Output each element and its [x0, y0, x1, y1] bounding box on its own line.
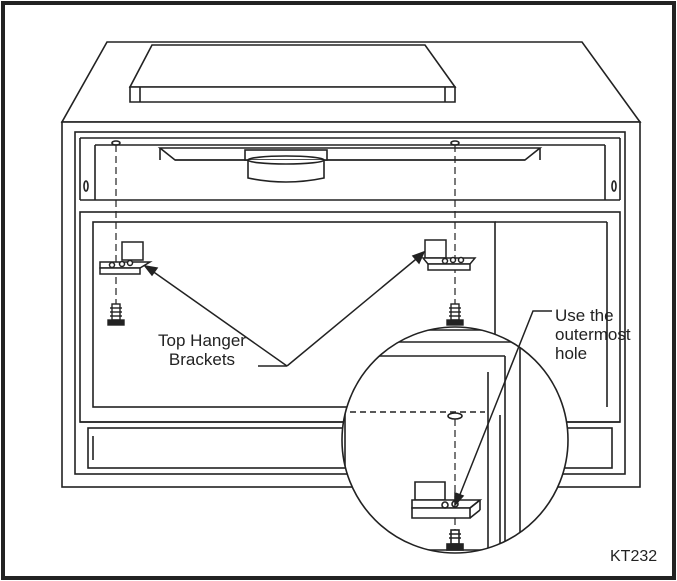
cabinet-handle	[128, 44, 457, 103]
bracket-pointers	[143, 250, 426, 367]
screw-guides	[115, 145, 456, 305]
hole-pointer	[454, 310, 552, 507]
label-line: hole	[555, 344, 588, 363]
label-line: Use the	[555, 306, 614, 325]
hanger-bracket-icon	[421, 239, 477, 271]
label-line: Top Hanger	[158, 331, 246, 350]
top-hanger-brackets-label: Top Hanger Brackets	[132, 331, 272, 369]
screw-icon	[107, 303, 125, 326]
label-line: outermost	[555, 325, 631, 344]
outermost-hole-label: Use the outermost hole	[555, 306, 665, 363]
screw-icon	[446, 303, 464, 326]
hanger-bracket-icon	[99, 241, 153, 275]
label-line: Brackets	[168, 350, 236, 369]
figure-code: KT232	[610, 548, 658, 565]
